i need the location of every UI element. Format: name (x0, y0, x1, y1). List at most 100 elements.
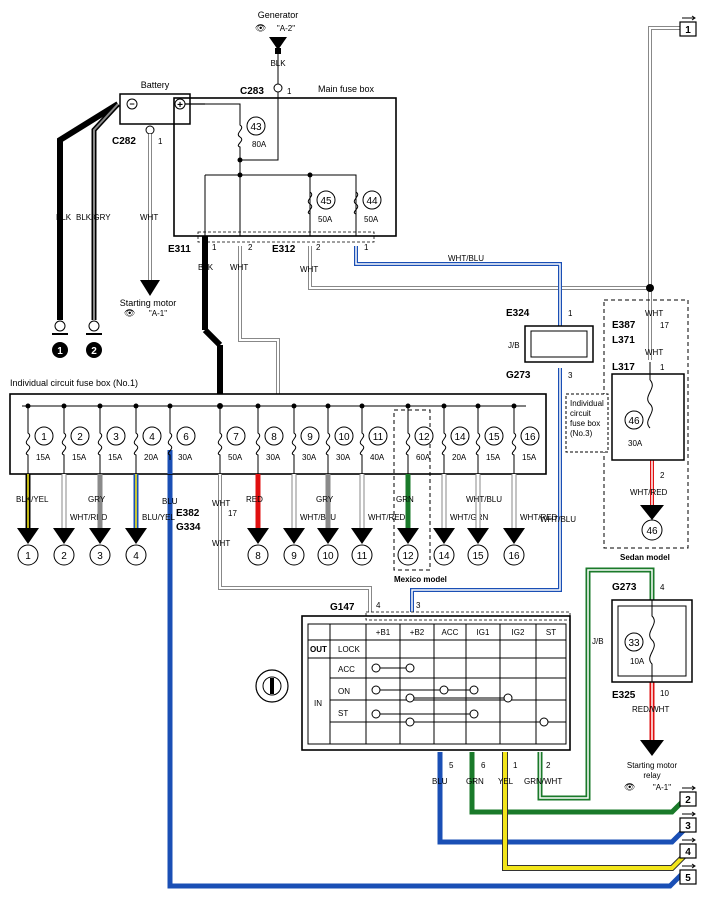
svg-text:11: 11 (373, 432, 384, 443)
generator: Generator 👁 "A-2" BLK (255, 10, 298, 84)
page-ref-3[interactable]: 3 (679, 811, 697, 833)
svg-text:BLU: BLU (432, 777, 448, 786)
svg-text:+B2: +B2 (410, 628, 425, 637)
page-ref-1[interactable]: 1 (679, 15, 697, 37)
svg-text:2: 2 (685, 795, 691, 806)
svg-text:BLK: BLK (198, 263, 214, 272)
svg-text:1: 1 (57, 346, 63, 357)
svg-text:WHT/RED: WHT/RED (520, 513, 558, 522)
svg-text:IG2: IG2 (512, 628, 525, 637)
svg-text:GRN/WHT: GRN/WHT (524, 777, 562, 786)
e382-connector: WHT E382 17 G334 WHT (176, 499, 237, 548)
svg-text:−: − (129, 99, 134, 109)
svg-text:ON: ON (338, 687, 350, 696)
page-refs: 1 2 3 4 5 (679, 15, 697, 885)
svg-text:20A: 20A (452, 453, 467, 462)
fuse-no1-3: 3 15A GRY 3 (88, 403, 126, 566)
ground-1: 1 (52, 320, 68, 358)
no1-fuses: 115ABLK/YEL1215AWHT/RED2315AGRY3420ABLU/… (16, 403, 558, 566)
wire-whtblu-g147 (410, 368, 562, 612)
svg-text:8: 8 (255, 551, 261, 562)
svg-text:circuit: circuit (570, 409, 592, 418)
svg-text:3: 3 (113, 432, 119, 443)
l317-label: L317 (612, 362, 635, 373)
svg-text:3: 3 (568, 371, 573, 380)
svg-text:7: 7 (233, 432, 239, 443)
svg-text:6: 6 (183, 432, 189, 443)
svg-text:WHT: WHT (300, 265, 318, 274)
svg-text:GRY: GRY (88, 495, 106, 504)
svg-text:"A-1": "A-1" (653, 783, 671, 792)
svg-text:OUT: OUT (310, 645, 327, 654)
wire-wht-e312 (308, 246, 650, 290)
svg-text:GRN: GRN (396, 495, 414, 504)
svg-text:1: 1 (287, 87, 292, 96)
svg-text:17: 17 (228, 509, 237, 518)
key-icon (255, 669, 289, 703)
svg-text:WHT: WHT (645, 309, 663, 318)
svg-text:3: 3 (685, 821, 691, 832)
svg-text:WHT/GRN: WHT/GRN (450, 513, 488, 522)
svg-text:60A: 60A (416, 453, 431, 462)
output-arrow-icon (17, 528, 39, 544)
svg-text:BLK/YEL: BLK/YEL (16, 495, 49, 504)
c282-wire: WHT (140, 213, 158, 222)
svg-text:WHT/BLU: WHT/BLU (300, 513, 336, 522)
page-ref-4[interactable]: 4 (679, 837, 697, 859)
generator-connector-icon (269, 37, 287, 50)
c282-label: C282 (112, 136, 136, 147)
fuse-box-no1-label: Individual circuit fuse box (No.1) (10, 378, 138, 388)
ground-2: 2 (86, 320, 102, 358)
svg-text:3: 3 (416, 601, 421, 610)
jb-g273: G273 4 33 10A J/B E325 10 RED/WHT Starti… (592, 582, 693, 792)
page-ref-5[interactable]: 5 (679, 863, 697, 885)
mexico-model-label: Mexico model (394, 575, 447, 584)
e387-label: E387 (612, 320, 636, 331)
svg-text:WHT: WHT (645, 348, 663, 357)
svg-text:4: 4 (660, 583, 665, 592)
svg-text:1: 1 (158, 137, 163, 146)
svg-text:15: 15 (488, 432, 500, 443)
svg-text:3: 3 (97, 551, 103, 562)
jb-e324: E324 1 J/B G273 3 (506, 308, 594, 381)
svg-text:46: 46 (628, 416, 640, 427)
svg-text:Individual: Individual (570, 399, 604, 408)
g273a-label: G273 (506, 370, 531, 381)
svg-text:+B1: +B1 (376, 628, 391, 637)
jb-label: J/B (508, 341, 520, 350)
svg-text:20A: 20A (144, 453, 159, 462)
svg-text:10A: 10A (630, 657, 645, 666)
page-ref-2[interactable]: 2 (679, 785, 697, 807)
svg-text:1: 1 (25, 551, 31, 562)
svg-text:15A: 15A (108, 453, 123, 462)
g273b-label: G273 (612, 582, 637, 593)
svg-text:WHT/RED: WHT/RED (368, 513, 406, 522)
svg-text:5: 5 (685, 873, 691, 884)
svg-text:WHT/BLU: WHT/BLU (448, 254, 484, 263)
output-arrow-icon (351, 528, 373, 544)
svg-text:ST: ST (546, 628, 556, 637)
sedan-model-label: Sedan model (620, 553, 670, 562)
svg-text:ACC: ACC (442, 628, 459, 637)
main-fuse-box: Main fuse box C283 1 (173, 83, 397, 237)
svg-text:WHT/BLU: WHT/BLU (466, 495, 502, 504)
starting-motor-arrow-icon (140, 280, 160, 296)
starting-motor-ref: "A-1" (149, 309, 167, 318)
svg-text:12: 12 (418, 432, 430, 443)
starting-motor-branch: C282 1 WHT Starting motor 👁 "A-1" (112, 125, 176, 318)
output-arrow-icon (317, 528, 339, 544)
g147-label: G147 (330, 602, 355, 613)
svg-text:1: 1 (568, 309, 573, 318)
e382-label: E382 (176, 508, 200, 519)
svg-text:50A: 50A (228, 453, 243, 462)
